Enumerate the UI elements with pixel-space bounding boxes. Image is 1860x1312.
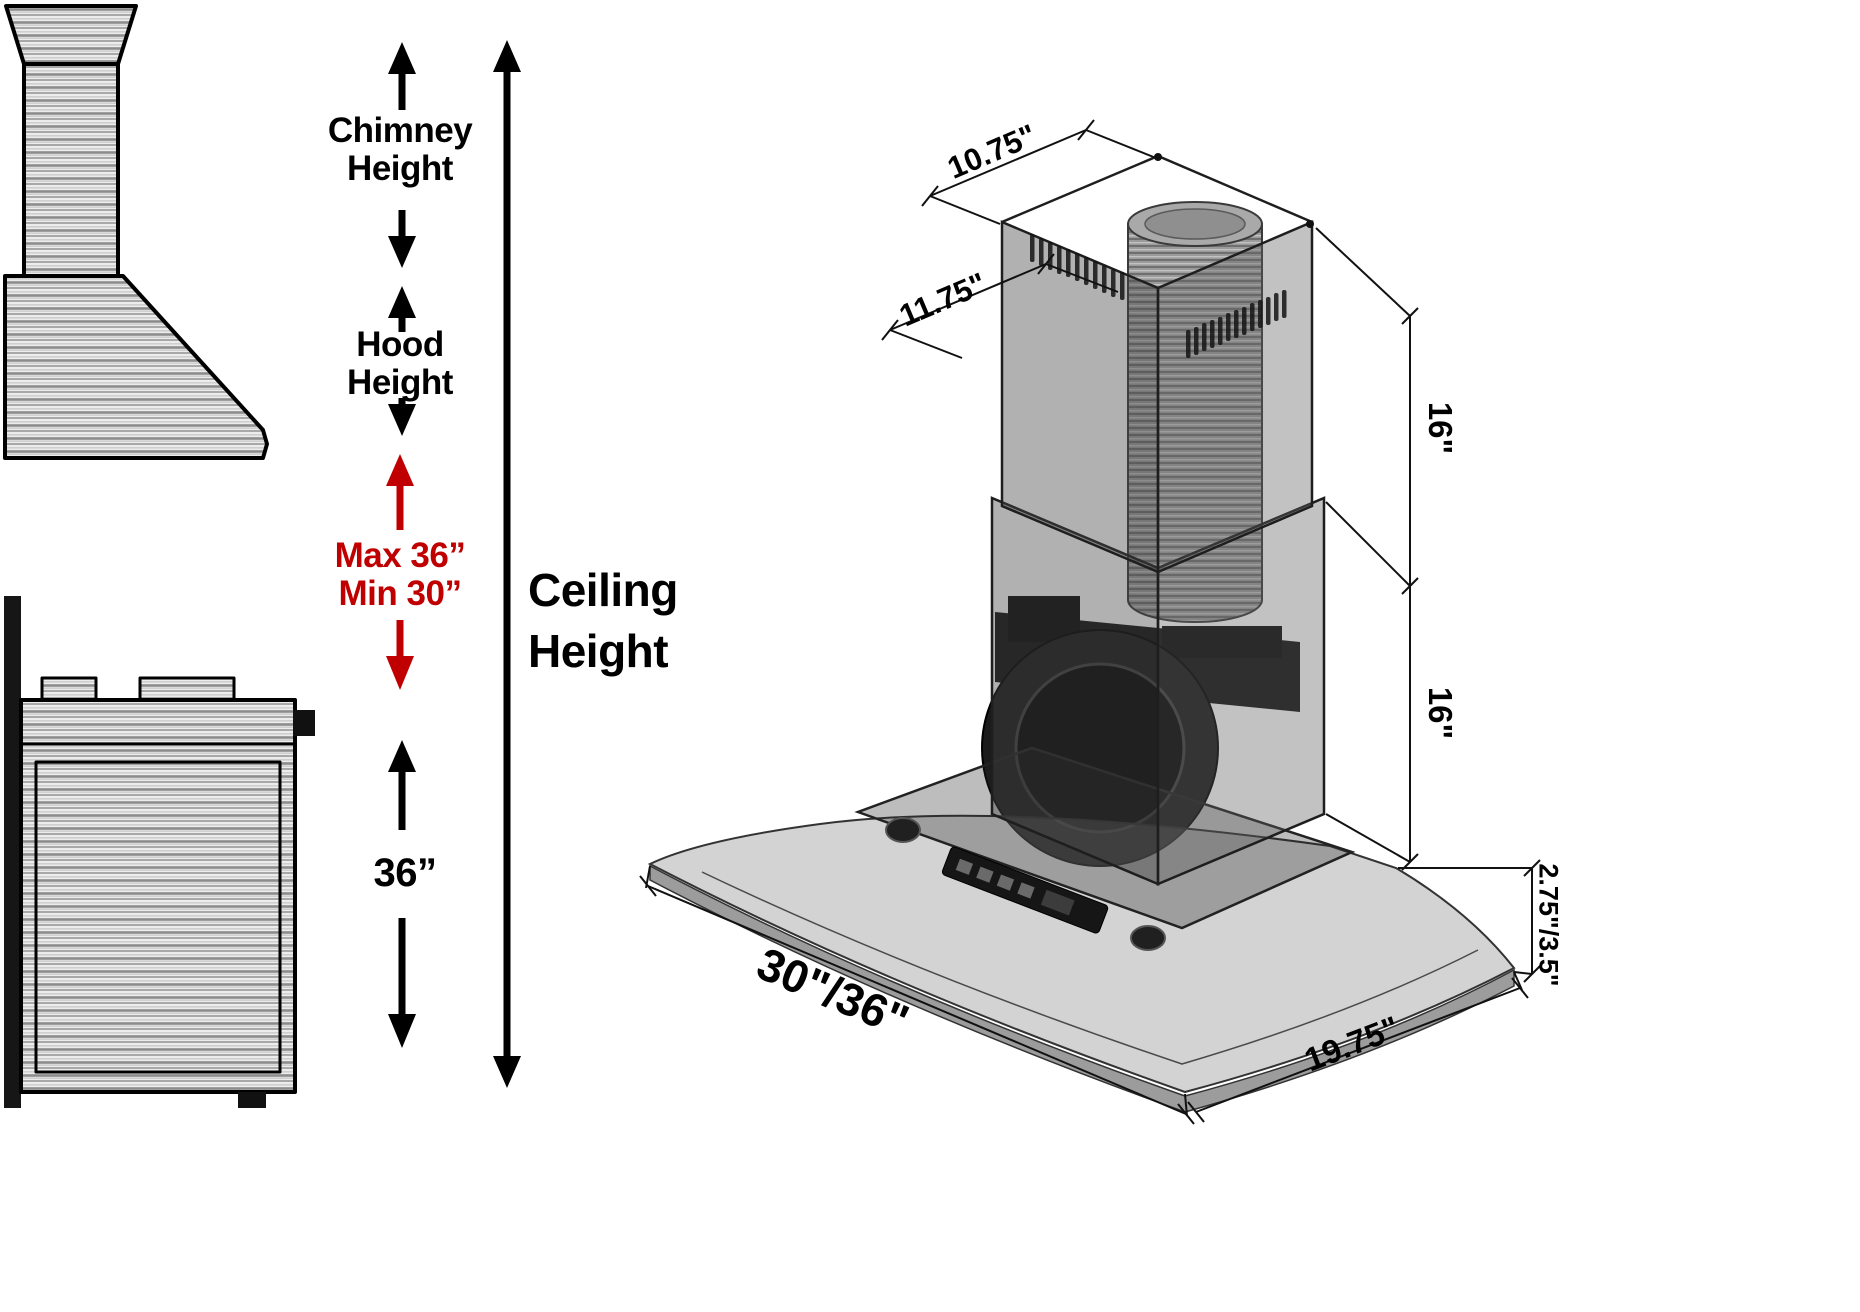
- lamp-right: [1130, 925, 1166, 951]
- chimney-height-line2: Height: [347, 148, 453, 188]
- range-clearance-label: 36”: [373, 851, 438, 895]
- hood-height-label: Hood Height: [295, 326, 505, 402]
- chimney-lower-section: [990, 496, 1326, 886]
- lamp-left: [885, 817, 921, 843]
- glass-canopy-edge: [649, 864, 1515, 1113]
- hood-isometric-view: [647, 153, 1516, 1113]
- vent-slots-right: [1186, 290, 1287, 358]
- min-clearance-line: Min 30”: [338, 573, 462, 613]
- hood-height-line2: Height: [347, 362, 453, 402]
- control-panel: [941, 846, 1109, 934]
- range-side-view: [4, 596, 315, 1108]
- ceiling-height-label: Ceiling Height: [528, 560, 788, 681]
- dim-chimney-lower-label: 16": [1422, 686, 1459, 740]
- dim-glass-edge-label: 2.75"/3.5": [1533, 863, 1564, 987]
- ceiling-height-line2: Height: [528, 624, 669, 677]
- chimney-height-line1: Chimney: [327, 111, 473, 150]
- dimension-arrows-red: [386, 454, 414, 690]
- glass-canopy-top: [647, 814, 1516, 1094]
- max-min-clearance-label: Max 36” Min 30”: [283, 537, 517, 613]
- chimney-height-label: Chimney Height: [295, 112, 505, 188]
- wall-hood-side-view: [3, 4, 269, 460]
- ceiling-height-line1: Ceiling: [528, 564, 678, 616]
- chimney-upper-section: [1000, 153, 1314, 574]
- ceiling-height-arrow: [493, 40, 521, 1088]
- dimension-arrows-black: [388, 42, 416, 1048]
- max-clearance-line: Max 36”: [334, 536, 466, 575]
- hood-height-line1: Hood: [356, 325, 444, 364]
- iso-dimension-lines: [639, 119, 1541, 1125]
- hood-base-frame: [854, 746, 1356, 930]
- dim-chimney-upper-label: 16": [1422, 401, 1459, 455]
